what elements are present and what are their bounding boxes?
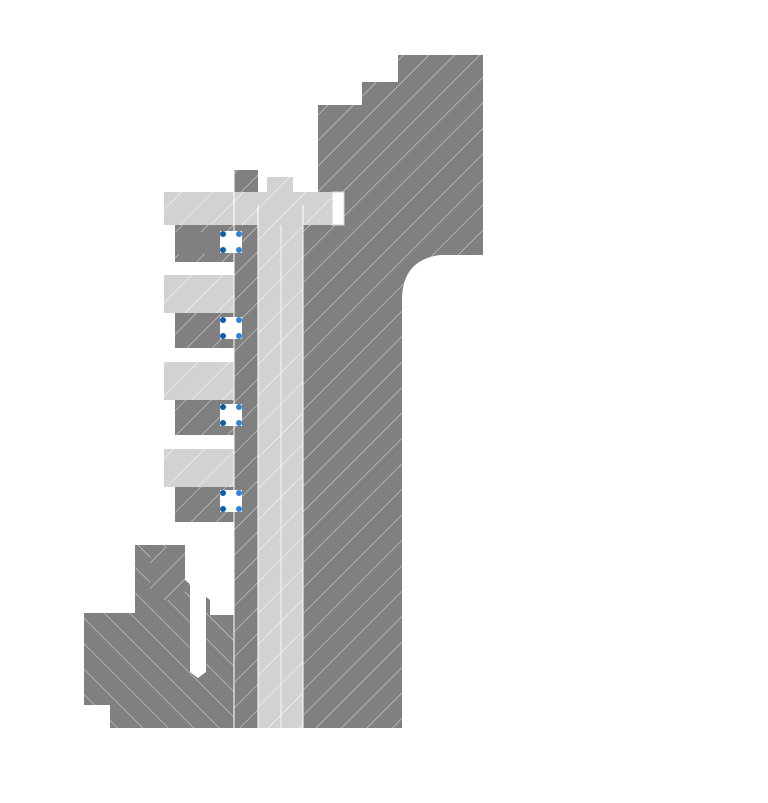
seal-4 (220, 490, 242, 512)
shaft-top-cap (267, 177, 293, 195)
seal-1 (220, 231, 242, 253)
seal-3 (220, 404, 242, 426)
base-groove (185, 545, 212, 678)
top-flange-edge (331, 191, 345, 226)
housing (303, 55, 483, 728)
seal-2 (220, 317, 242, 339)
seal-carrier-4 (164, 449, 234, 522)
seal-carrier-3 (164, 362, 234, 435)
seal-carrier-2 (164, 275, 234, 348)
top-flange (164, 192, 344, 225)
housing-inner-strip (234, 170, 258, 728)
seal-carrier-1 (175, 225, 234, 262)
retaining-clip (150, 548, 185, 600)
top-flange-notch (332, 192, 344, 225)
